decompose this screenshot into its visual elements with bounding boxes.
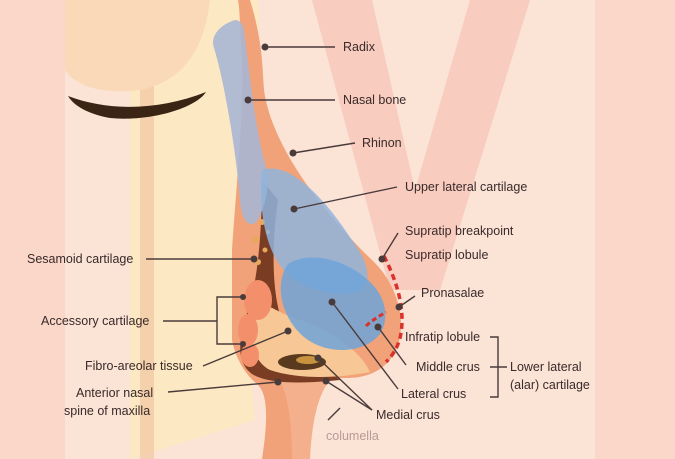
accessory-dot-2 <box>240 341 246 347</box>
fibro-leader <box>202 330 289 367</box>
label-radix: Radix <box>343 40 376 54</box>
label-fibro-areolar-tissue: Fibro-areolar tissue <box>85 359 193 373</box>
medial-crus-leader <box>325 380 373 411</box>
rhinon-leader <box>292 142 356 154</box>
upper-lateral-cartilage-shape <box>260 168 368 294</box>
accessory-cartilage-shape-2 <box>238 314 258 346</box>
accessory-dot-1 <box>240 294 246 300</box>
right-band <box>595 0 675 459</box>
label-supratip-breakpoint: Supratip breakpoint <box>405 224 514 238</box>
accessory-bracket <box>216 296 243 345</box>
columella-leader <box>327 407 341 421</box>
label-upper-lateral-cartilage: Upper lateral cartilage <box>405 180 527 194</box>
columella-base <box>280 375 330 459</box>
label-anterior-nasal-line1: Anterior nasal <box>76 386 153 400</box>
tip-contour-dotted <box>382 255 404 364</box>
anterior-nasal-leader <box>167 381 279 393</box>
sesamoid-dot <box>252 236 260 244</box>
label-nasal-bone: Nasal bone <box>343 93 406 107</box>
left-band <box>0 0 65 459</box>
label-infratip-lobule: Infratip lobule <box>405 330 480 344</box>
label-accessory-cartilage: Accessory cartilage <box>41 314 149 328</box>
nostril-highlight <box>296 356 320 364</box>
logo-watermark <box>312 0 530 290</box>
middle-crus-leader <box>331 301 399 390</box>
pronasalae-leader <box>398 295 416 308</box>
label-columella: columella <box>326 429 379 443</box>
label-lower-lateral-line2: (alar) cartilage <box>510 378 590 392</box>
lateral-crus-leader <box>317 357 373 411</box>
accessory-cartilage-shape <box>244 280 272 320</box>
label-rhinon: Rhinon <box>362 136 402 150</box>
label-middle-crus: Middle crus <box>416 360 480 374</box>
upper-lateral-leader <box>293 186 398 210</box>
eyebrow-shape <box>65 0 210 92</box>
infratip-leader <box>377 326 407 366</box>
label-supratip-lobule: Supratip lobule <box>405 248 488 262</box>
label-lateral-crus: Lateral crus <box>401 387 466 401</box>
supratip-leader <box>381 232 399 260</box>
label-anterior-nasal-line2: spine of maxilla <box>64 404 150 418</box>
label-sesamoid-cartilage: Sesamoid cartilage <box>27 252 133 266</box>
label-lower-lateral-line1: Lower lateral <box>510 360 582 374</box>
label-pronasalae: Pronasalae <box>421 286 484 300</box>
label-medial-crus: Medial crus <box>376 408 440 422</box>
eye-lid <box>68 92 206 119</box>
infratip-contour-dotted <box>364 310 387 328</box>
nasal-bone-shape <box>213 20 268 225</box>
sesamoid-dot <box>262 247 268 253</box>
